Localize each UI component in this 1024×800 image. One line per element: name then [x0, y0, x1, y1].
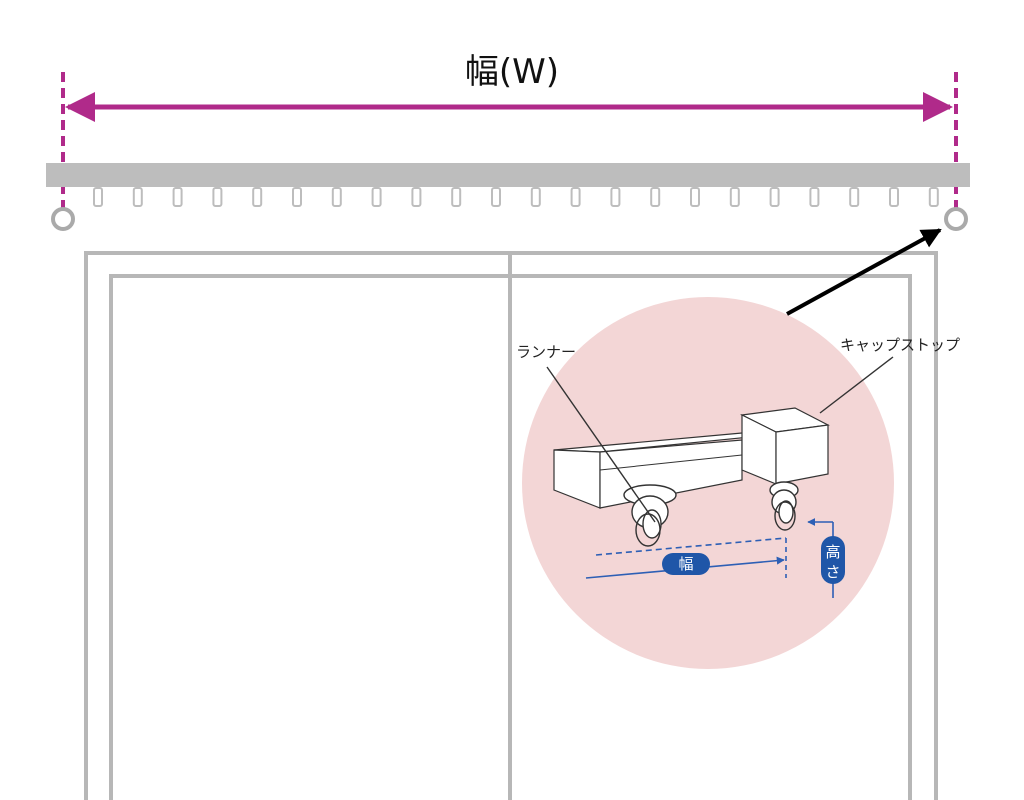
rail-bar	[46, 163, 970, 187]
runner-label: ランナー	[516, 343, 576, 361]
rail-runner	[491, 187, 501, 207]
width-badge: 幅	[662, 553, 710, 575]
cap-stop-leader-line	[819, 356, 894, 414]
height-badge: 高 さ	[821, 536, 845, 584]
zoom-callout: ランナー キャップストップ 幅 高 さ	[516, 228, 960, 669]
window-frame	[84, 251, 938, 800]
callout-arrow	[786, 228, 942, 316]
rail-runner	[928, 187, 939, 207]
rail-runner	[729, 187, 740, 207]
rail-runner	[690, 187, 700, 207]
rail-runner	[809, 187, 820, 207]
rail-runner	[331, 187, 342, 207]
rail-runner	[252, 187, 263, 207]
right-end-ring	[944, 207, 968, 231]
width-title: 幅(W)	[464, 52, 560, 92]
rail-runner	[849, 187, 860, 207]
width-dimension	[61, 72, 958, 222]
rail-runner	[530, 187, 541, 207]
height-badge-label-1: 高	[825, 543, 840, 561]
rail-runner	[132, 187, 143, 207]
curtain-rail	[46, 163, 970, 231]
rail-runner	[411, 187, 422, 207]
runner-leader-line	[546, 366, 656, 523]
rail-runner	[610, 187, 621, 207]
runner-illustration-1	[623, 484, 677, 547]
rail-runner	[371, 187, 382, 207]
rail-runner	[451, 187, 462, 207]
rail-runner	[292, 187, 302, 207]
rail-runners	[93, 187, 939, 207]
rail-runner	[650, 187, 661, 207]
runner-illustration-2	[769, 481, 799, 531]
height-badge-label-2: さ	[825, 563, 840, 581]
cap-stop-illustration	[739, 407, 830, 485]
rail-runner	[212, 187, 223, 207]
rail-runner	[93, 187, 103, 207]
rail-runner	[769, 187, 780, 207]
rail-runner	[570, 187, 581, 207]
rail-runner	[172, 187, 183, 207]
left-end-ring	[51, 207, 75, 231]
width-badge-label: 幅	[678, 555, 693, 573]
rail-runner	[889, 187, 899, 207]
cap-stop-label: キャップストップ	[840, 336, 960, 354]
